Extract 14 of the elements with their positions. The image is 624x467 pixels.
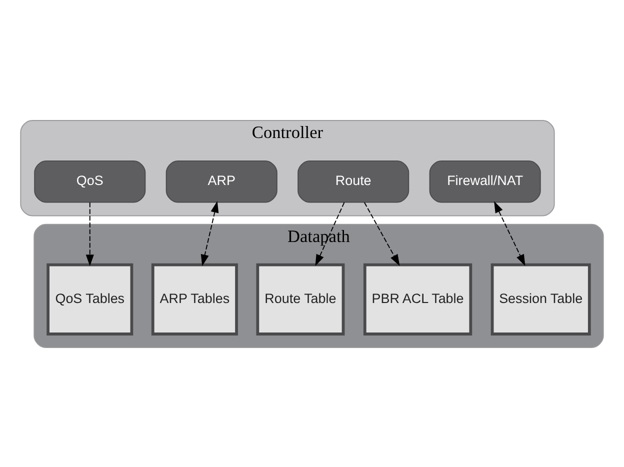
node-box: Firewall/NAT bbox=[429, 160, 541, 202]
node-box: QoS bbox=[34, 160, 146, 202]
arrow bbox=[200, 200, 219, 266]
node-box: Session Table bbox=[490, 262, 591, 335]
node-box: ARP Tables bbox=[151, 262, 238, 335]
arrow bbox=[315, 202, 345, 266]
arrow bbox=[494, 200, 526, 266]
node-box: Route bbox=[298, 160, 410, 202]
arrow bbox=[86, 202, 94, 266]
node-box: QoS Tables bbox=[46, 262, 134, 335]
arrow bbox=[364, 202, 400, 266]
node-box: ARP bbox=[166, 160, 278, 202]
node-box: Route Table bbox=[256, 262, 345, 335]
node-box: PBR ACL Table bbox=[363, 262, 472, 335]
